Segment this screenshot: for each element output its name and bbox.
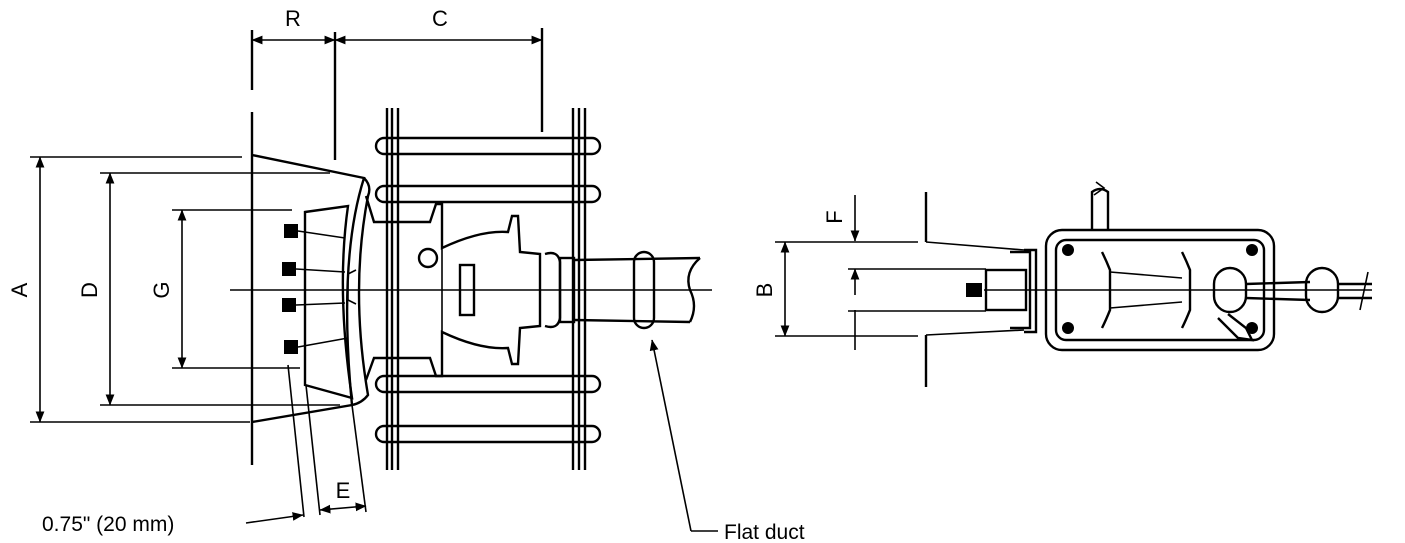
anchor-bracket bbox=[1010, 250, 1032, 330]
strand-wedge bbox=[966, 283, 982, 297]
dimension-e-line bbox=[319, 502, 367, 514]
cover-note: 0.75" (20 mm) bbox=[42, 513, 174, 536]
reinforcement-cage bbox=[374, 108, 602, 470]
cover-line-2 bbox=[305, 384, 321, 516]
reinforcement-box bbox=[1044, 181, 1372, 352]
grout-port bbox=[417, 247, 439, 269]
dimension-r: R bbox=[251, 6, 336, 45]
box-inner bbox=[1054, 238, 1266, 342]
duct-break-line bbox=[687, 257, 701, 323]
label-e: E bbox=[336, 478, 351, 503]
flat-duct-leader bbox=[649, 339, 692, 532]
anchor-bracket-outer bbox=[1024, 248, 1038, 334]
bolt-shank-3 bbox=[295, 302, 346, 306]
bolt-shank-2 bbox=[295, 268, 346, 273]
trumpet-rib-1 bbox=[1100, 251, 1112, 329]
flat-duct-callout: Flat duct bbox=[649, 339, 805, 543]
corner-bar-1 bbox=[1062, 244, 1074, 256]
dimension-f: F bbox=[822, 195, 860, 350]
label-a: A bbox=[7, 282, 32, 297]
spiral-loop-3 bbox=[374, 374, 602, 394]
dimension-c: C bbox=[334, 6, 543, 45]
curved-bearing-plate bbox=[251, 153, 371, 424]
trumpet-rib-2 bbox=[1180, 251, 1192, 329]
spiral-loop-1 bbox=[374, 136, 602, 156]
trumpet-body-bottom bbox=[1109, 301, 1183, 309]
duct-break-right bbox=[1359, 271, 1369, 311]
plate-face bbox=[351, 177, 371, 407]
cover-line-1 bbox=[287, 364, 305, 518]
cover-line-3 bbox=[351, 404, 367, 513]
anchor-bolts bbox=[282, 224, 349, 354]
vertical-tie bbox=[1090, 187, 1110, 230]
plate-notch bbox=[347, 269, 357, 305]
bolt-head-1 bbox=[284, 224, 298, 238]
trumpet-slot bbox=[458, 263, 476, 317]
bolt-head-4 bbox=[284, 340, 298, 354]
anchor-trumpet bbox=[364, 195, 701, 381]
duct-loop bbox=[1212, 266, 1248, 314]
hook-bar bbox=[1217, 313, 1255, 342]
plate-taper-top bbox=[925, 241, 1025, 251]
corner-bar-4 bbox=[1246, 322, 1258, 334]
label-g: G bbox=[149, 281, 174, 298]
duct-top-edge bbox=[573, 256, 701, 262]
duct-top bbox=[1245, 280, 1311, 286]
label-b: B bbox=[752, 283, 777, 298]
trumpet-neck bbox=[558, 256, 576, 324]
anchor-head bbox=[966, 248, 1038, 334]
corner-bar-3 bbox=[1062, 322, 1074, 334]
spiral-loop-2 bbox=[374, 184, 602, 204]
cover-and-dimension-e: E 0.75" (20 mm) bbox=[42, 364, 367, 536]
dimension-d: D bbox=[77, 172, 340, 406]
anchor-block bbox=[984, 268, 1028, 312]
plate-taper-bottom bbox=[925, 329, 1025, 336]
box-outer bbox=[1044, 228, 1276, 352]
spiral-loop-4 bbox=[374, 424, 602, 444]
label-d: D bbox=[77, 282, 102, 298]
right-plan-view: F B bbox=[752, 181, 1372, 387]
bolt-shank-4 bbox=[297, 337, 349, 348]
flat-duct-label: Flat duct bbox=[724, 521, 805, 543]
duct-bottom bbox=[1245, 296, 1311, 302]
tie-break bbox=[1093, 181, 1106, 196]
trumpet-body-top bbox=[1109, 271, 1183, 279]
left-elevation-view: R C A D G bbox=[7, 6, 805, 543]
duct-coupler bbox=[632, 250, 656, 330]
duct-bottom-edge bbox=[573, 318, 691, 324]
label-r: R bbox=[285, 6, 301, 31]
label-c: C bbox=[432, 6, 448, 31]
label-f: F bbox=[822, 210, 847, 223]
dimension-b: B bbox=[752, 241, 986, 337]
cover-leader-line bbox=[245, 512, 304, 524]
corner-bar-2 bbox=[1246, 244, 1258, 256]
bolt-head-3 bbox=[282, 298, 296, 312]
bolt-shank-1 bbox=[297, 230, 346, 239]
trumpet-outline bbox=[364, 195, 542, 381]
bolt-head-2 bbox=[282, 262, 296, 276]
dimension-g: G bbox=[149, 209, 300, 369]
duct-coupler-right bbox=[1304, 266, 1340, 314]
dimension-a: A bbox=[7, 156, 250, 423]
